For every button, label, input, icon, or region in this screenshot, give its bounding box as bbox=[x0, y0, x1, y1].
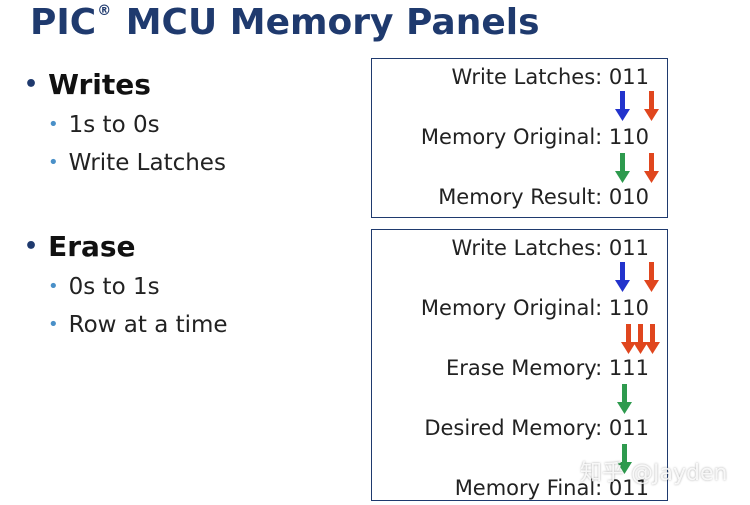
arrow-down-icon bbox=[615, 262, 630, 292]
erase-panel-row-2: Memory Original: 110 bbox=[420, 296, 649, 320]
title-main: PIC bbox=[30, 2, 97, 43]
bullet-dot: • bbox=[24, 72, 39, 97]
page-title: PIC® MCU Memory Panels bbox=[30, 2, 540, 43]
arrow-down-icon bbox=[644, 153, 659, 183]
bullet-erase-label: Erase bbox=[48, 230, 136, 263]
write-panel: Write Latches: 011 Memory Original: 110 … bbox=[371, 58, 668, 218]
bullet-writes: • Writes bbox=[24, 68, 151, 101]
write-panel-row-3: Memory Result: 010 bbox=[438, 185, 649, 209]
erase-arrows-3 bbox=[617, 384, 632, 414]
arrow-down-icon bbox=[645, 324, 660, 354]
erase-panel: Write Latches: 011 Memory Original: 110 … bbox=[371, 229, 668, 501]
write-panel-row-2: Memory Original: 110 bbox=[420, 125, 649, 149]
registered-mark: ® bbox=[97, 3, 112, 19]
write-arrows-1 bbox=[615, 91, 659, 121]
bullet-writes-item-2: • Write Latches bbox=[48, 150, 226, 176]
erase-panel-row-4: Desired Memory: 011 bbox=[424, 416, 649, 440]
arrow-down-icon bbox=[617, 444, 632, 474]
erase-panel-row-1: Write Latches: 011 bbox=[451, 236, 649, 260]
erase-panel-row-3: Erase Memory: 111 bbox=[445, 356, 649, 380]
erase-arrows-1 bbox=[615, 262, 659, 292]
arrow-down-icon bbox=[633, 324, 648, 354]
erase-arrows-2 bbox=[621, 324, 660, 354]
bullet-dot: • bbox=[48, 276, 59, 297]
bullet-erase-item-1: • 0s to 1s bbox=[48, 274, 160, 300]
bullet-dot: • bbox=[24, 234, 39, 259]
write-arrows-2 bbox=[615, 153, 659, 183]
bullet-erase-item-1-label: 0s to 1s bbox=[68, 274, 160, 300]
erase-arrows-4 bbox=[617, 444, 632, 474]
arrow-down-icon bbox=[617, 384, 632, 414]
bullet-dot: • bbox=[48, 314, 59, 335]
watermark: 知乎 @Jayden bbox=[580, 461, 728, 486]
erase-panel-row-5: Memory Final: 011 bbox=[454, 476, 649, 500]
bullet-erase-item-2-label: Row at a time bbox=[68, 312, 228, 338]
arrow-down-icon bbox=[644, 262, 659, 292]
bullet-writes-item-1: • 1s to 0s bbox=[48, 112, 160, 138]
title-rest: MCU Memory Panels bbox=[113, 2, 540, 43]
arrow-down-icon bbox=[644, 91, 659, 121]
bullet-writes-item-2-label: Write Latches bbox=[68, 150, 226, 176]
bullet-dot: • bbox=[48, 152, 59, 173]
bullet-erase: • Erase bbox=[24, 230, 136, 263]
bullet-dot: • bbox=[48, 114, 59, 135]
arrow-down-icon bbox=[615, 153, 630, 183]
bullet-writes-item-1-label: 1s to 0s bbox=[68, 112, 160, 138]
bullet-erase-item-2: • Row at a time bbox=[48, 312, 228, 338]
arrow-down-icon bbox=[615, 91, 630, 121]
write-panel-row-1: Write Latches: 011 bbox=[451, 65, 649, 89]
arrow-down-icon bbox=[621, 324, 636, 354]
bullet-writes-label: Writes bbox=[48, 68, 151, 101]
